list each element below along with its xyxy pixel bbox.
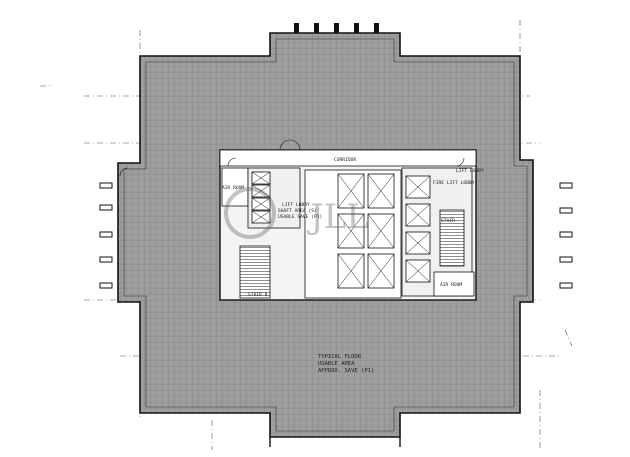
lift-shaft-left: [251, 210, 271, 224]
lift-shaft-right: [405, 259, 431, 283]
lift-lobby-left-label: LIFT LOBBY: [282, 202, 310, 208]
right-facade-tabs: [559, 182, 573, 289]
lift-shaft-left: [251, 184, 271, 198]
left-facade-tabs: [99, 182, 113, 289]
air-room-right-label: AIR ROOM: [440, 282, 462, 288]
lift-note-2-label: USABLE SAVE (P1): [278, 214, 322, 220]
bottom-mullions: [269, 437, 401, 447]
lift-shaft-center: [337, 253, 365, 289]
lift-shaft-center: [367, 213, 395, 249]
lift-shaft-left: [251, 197, 271, 211]
lift-lobby-right-label: LIFT LOBBY: [456, 168, 484, 174]
stair-left-label: STAIR B: [248, 292, 268, 298]
lift-shaft-center: [337, 173, 365, 209]
floor-label-line-3: APPROX. SAVE (P1): [318, 368, 374, 374]
door-swings: [119, 139, 465, 177]
lift-shaft-right: [405, 231, 431, 255]
svg-text:JLL: JLL: [307, 197, 369, 237]
stair-right-label: STAIR: [441, 218, 455, 224]
lift-shaft-right: [405, 203, 431, 227]
lift-shaft-left: [251, 171, 271, 185]
floor-label-line-2: USABLE AREA: [318, 361, 355, 367]
lift-shaft-center: [337, 213, 365, 249]
lift-shaft-center: [367, 173, 395, 209]
lift-shaft-right: [405, 175, 431, 199]
air-room-left-label: AIR ROOM: [222, 185, 244, 191]
top-mullions: [294, 23, 379, 33]
corridor-label: CORRIDOR: [334, 157, 356, 163]
lift-note-1-label: SHAFT AREA (S): [278, 208, 317, 214]
fire-lift-lobby-label: FIRE LIFT LOBBY: [433, 180, 475, 186]
lift-shaft-center: [367, 253, 395, 289]
lift-shafts: [251, 171, 431, 289]
watermark-logo: JLL: [224, 187, 369, 239]
floor-label-line-1: TYPICAL FLOOR: [318, 354, 362, 360]
